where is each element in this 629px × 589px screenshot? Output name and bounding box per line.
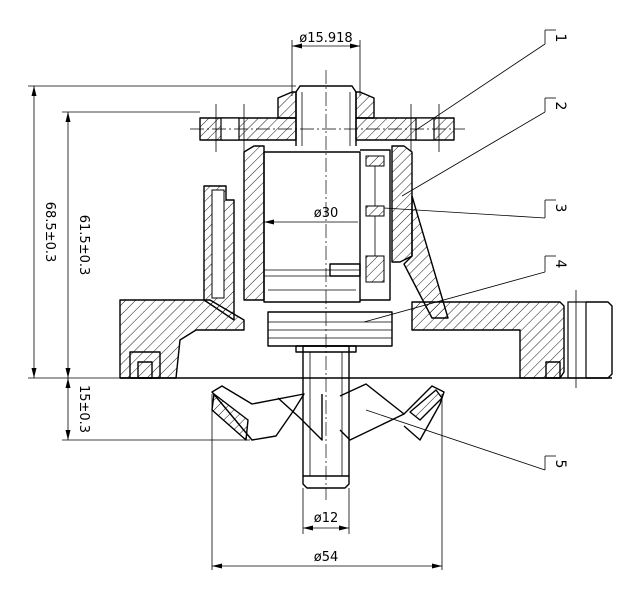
dimension-label: 68.5±0.3 (42, 202, 57, 263)
dimension-flange-height: 61.5±0.3 (62, 111, 200, 378)
dimension-label: ø15.918 (299, 31, 352, 46)
center-lines (190, 70, 465, 500)
callout-2: 2 (401, 97, 568, 197)
callout-number: 4 (552, 260, 568, 269)
callout-number: 3 (552, 204, 568, 213)
dimension-label: ø30 (314, 206, 339, 221)
mechanical-seal (267, 311, 393, 353)
dimension-label: 15±0.3 (76, 385, 91, 433)
dimension-overall-height: 68.5±0.3 (28, 85, 296, 379)
callout-number: 2 (552, 102, 568, 111)
dimension-bearing: ø30 (264, 206, 358, 225)
pulley-hub (199, 91, 455, 152)
callout-5: 5 (365, 409, 568, 471)
impeller (211, 383, 445, 441)
callout-1: 1 (415, 29, 568, 131)
dimension-shaft-lower: ø12 (302, 488, 350, 534)
dimension-label: ø54 (314, 550, 339, 565)
dimension-impeller: ø54 (211, 394, 443, 570)
dimension-impeller-height: 15±0.3 (62, 378, 250, 441)
callout-3: 3 (383, 199, 568, 219)
bearing (263, 149, 391, 303)
callout-4: 4 (363, 255, 568, 323)
callout-number: 1 (552, 34, 568, 43)
callout-number: 5 (552, 460, 568, 469)
dimension-label: 61.5±0.3 (76, 215, 91, 276)
dimension-label: ø12 (314, 511, 339, 526)
pump-body (119, 145, 613, 388)
dimension-shaft-upper: ø15.918 (291, 31, 361, 96)
